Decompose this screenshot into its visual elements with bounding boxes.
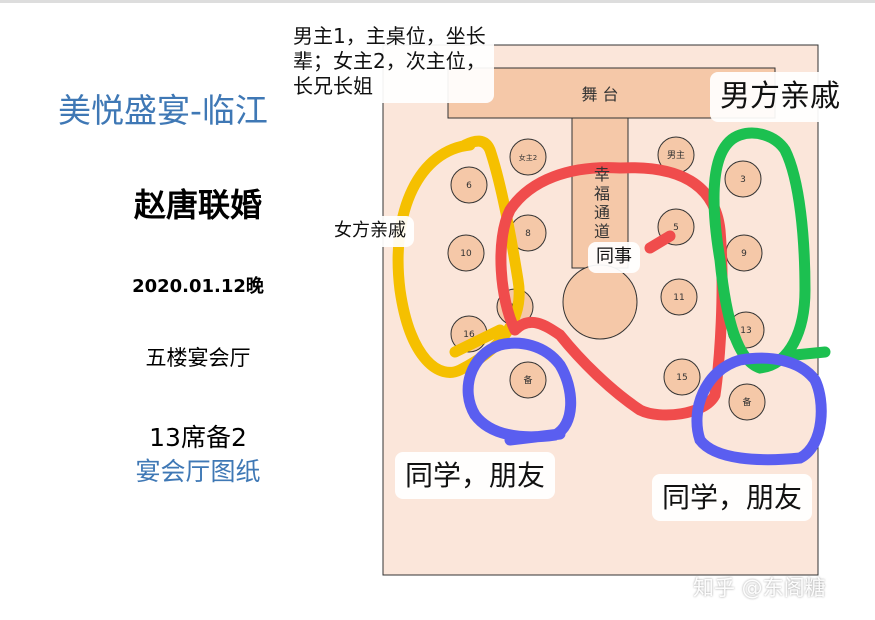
- table-label: 11: [673, 293, 684, 303]
- event-date: 2020.01.12晚: [132, 276, 264, 297]
- top-border: [0, 0, 875, 3]
- classmates-left-outline: [462, 337, 577, 446]
- note-line-3: 长兄长姐: [293, 74, 373, 98]
- table-label: 女主2: [519, 153, 537, 162]
- table-0: [509, 138, 547, 176]
- table-label: 备: [742, 396, 751, 408]
- plan-subtitle: 宴会厅图纸: [135, 457, 261, 486]
- groom-relatives-label: 男方亲戚: [710, 72, 850, 122]
- note-line-1: 男主1，主桌位，坐长: [293, 24, 486, 48]
- table-label: 6: [466, 181, 472, 191]
- table-14: [728, 383, 766, 421]
- table-9: [660, 278, 698, 316]
- table-label: 15: [676, 373, 687, 383]
- bride-relatives-label: 女方亲戚: [326, 216, 414, 247]
- aisle-label: 幸福通道: [591, 166, 610, 242]
- colleagues-label: 同事: [588, 242, 640, 273]
- table-12: [663, 358, 701, 396]
- classmates-right-outline: [691, 352, 827, 466]
- table-label: 3: [740, 175, 746, 185]
- table-6: [447, 234, 485, 272]
- table-label: 10: [460, 249, 472, 259]
- table-label: 男主: [667, 149, 685, 161]
- classmates-right-label: 同学，朋友: [652, 474, 813, 521]
- table-3: [724, 160, 762, 198]
- table-label: 8: [525, 229, 531, 239]
- classmates-left-label: 同学，朋友: [395, 452, 556, 499]
- stage-label: 舞 台: [581, 85, 618, 104]
- hall-name: 五楼宴会厅: [145, 346, 251, 370]
- note-line-2: 辈；女主2，次主位，: [293, 49, 486, 73]
- table-2: [450, 166, 488, 204]
- main-table-note: 男主1，主桌位，坐长 辈；女主2，次主位， 长兄长姐: [285, 20, 494, 103]
- venue-title: 美悦盛宴-临江: [58, 91, 268, 130]
- event-name: 赵唐联婚: [133, 186, 263, 224]
- center-platform: [562, 264, 638, 340]
- table-13: [509, 361, 547, 399]
- table-label: 9: [741, 249, 747, 259]
- table-label: 备: [523, 374, 532, 386]
- table-label: 13: [740, 326, 751, 336]
- table-count: 13席备2: [149, 423, 247, 452]
- watermark: 知乎 @东阁糖: [693, 576, 826, 600]
- table-label: 5: [673, 223, 679, 233]
- table-label: 16: [463, 330, 475, 340]
